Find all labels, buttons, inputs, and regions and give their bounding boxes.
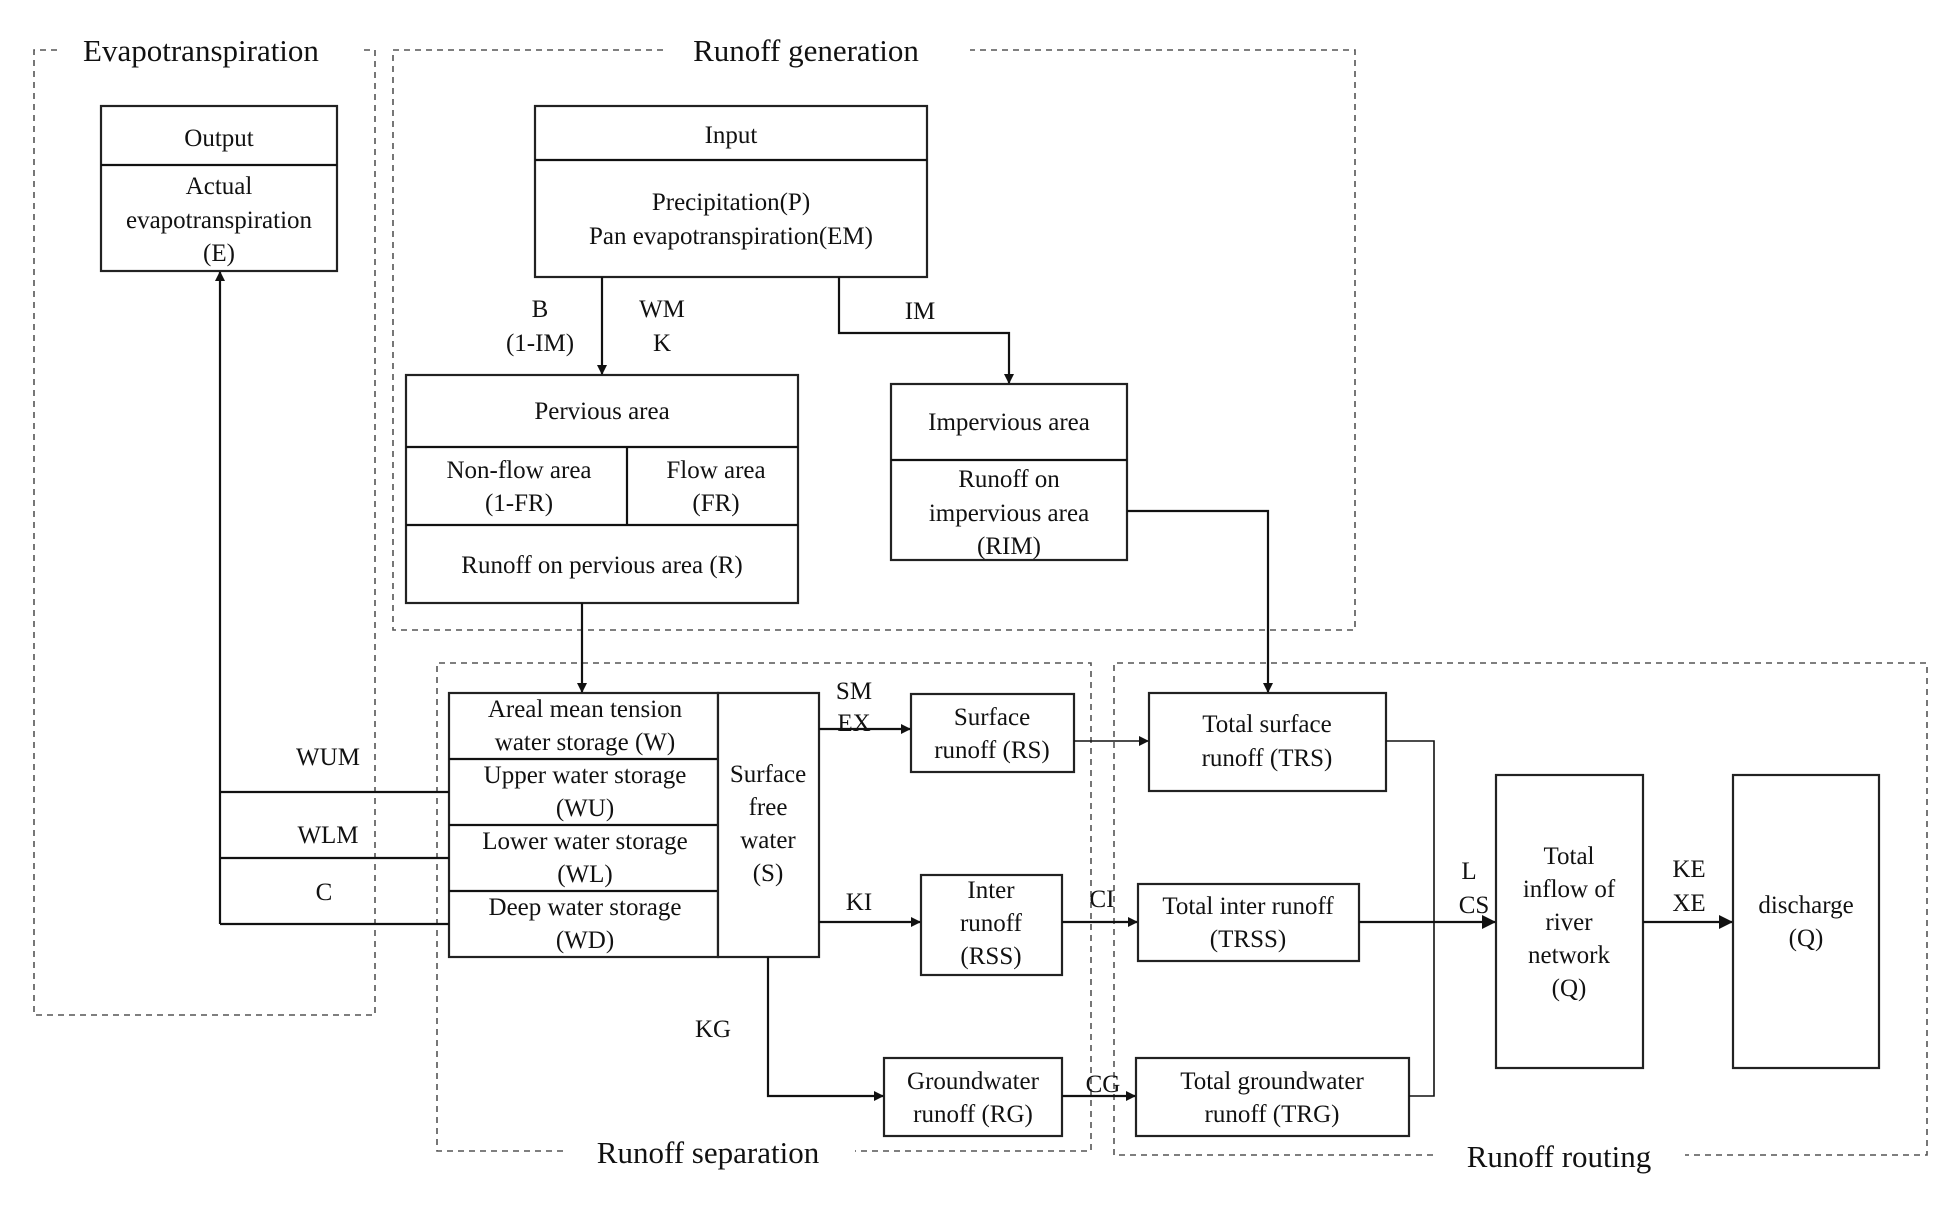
region-title-runoff-separation: Runoff separation — [597, 1135, 820, 1170]
input-pan-evap: Pan evapotranspiration(EM) — [589, 223, 873, 250]
free-water-line3: water — [740, 827, 796, 854]
output-box: Output Actual evapotranspiration (E) — [99, 104, 339, 273]
parameter-labels: B (1-IM) WM K IM WUM WLM C SM EX KI KG C… — [296, 296, 1706, 1098]
param-k: K — [653, 330, 671, 357]
output-header: Output — [184, 125, 254, 152]
total-inter-runoff-box: Total inter runoff (TRSS) — [1136, 882, 1361, 963]
free-water-line1: Surface — [730, 761, 806, 788]
param-c: C — [316, 879, 333, 906]
param-ex: EX — [837, 710, 870, 737]
param-im: IM — [905, 298, 936, 325]
discharge-line1: discharge — [1758, 892, 1853, 919]
param-ki: KI — [846, 889, 872, 916]
param-1-im: (1-IM) — [506, 330, 574, 357]
arrow-input-to-impervious — [837, 277, 1014, 384]
pervious-header: Pervious area — [534, 398, 669, 425]
region-evapotranspiration: Evapotranspiration — [33, 33, 376, 1016]
storage-wd-line2: (WD) — [556, 927, 614, 954]
impervious-runoff-line3: (RIM) — [977, 533, 1041, 560]
input-header: Input — [705, 122, 758, 149]
param-wlm: WLM — [297, 822, 358, 849]
total-groundwater-line2: runoff (TRG) — [1205, 1101, 1340, 1128]
total-inter-line2: (TRSS) — [1210, 926, 1286, 953]
flow-area-line2: (FR) — [692, 490, 739, 517]
inter-runoff-line1: Inter — [967, 877, 1015, 904]
output-label-line2: evapotranspiration — [126, 207, 313, 234]
storage-wl-line2: (WL) — [557, 861, 613, 888]
param-cs: CS — [1459, 892, 1490, 919]
region-title-runoff-generation: Runoff generation — [693, 33, 919, 68]
total-surface-line1: Total surface — [1202, 711, 1331, 738]
discharge-box: discharge (Q) — [1731, 773, 1881, 1070]
total-surface-runoff-box: Total surface runoff (TRS) — [1147, 691, 1388, 793]
free-water-box: Surface free water (S) — [716, 691, 821, 959]
output-label-line1: Actual — [186, 173, 253, 200]
connectors — [215, 271, 1733, 1101]
storage-w-line1: Areal mean tension — [488, 696, 683, 723]
region-runoff-generation: Runoff generation — [392, 33, 1356, 631]
param-xe: XE — [1672, 890, 1705, 917]
total-inflow-line5: (Q) — [1552, 975, 1587, 1002]
total-inflow-line4: network — [1528, 942, 1610, 969]
surface-runoff-box: Surface runoff (RS) — [909, 692, 1076, 774]
storage-wu-line2: (WU) — [556, 795, 614, 822]
nonflow-area-line2: (1-FR) — [485, 490, 553, 517]
total-groundwater-runoff-box: Total groundwater runoff (TRG) — [1134, 1056, 1411, 1138]
region-title-evapotranspiration: Evapotranspiration — [83, 33, 319, 68]
total-inter-line1: Total inter runoff — [1162, 893, 1334, 920]
param-wum: WUM — [296, 744, 360, 771]
param-cg: CG — [1086, 1071, 1121, 1098]
surface-runoff-line2: runoff (RS) — [934, 737, 1050, 764]
total-inflow-line3: river — [1545, 909, 1593, 936]
soil-storage-box: Areal mean tension water storage (W) Upp… — [447, 691, 720, 959]
arrow-s-to-rg — [766, 957, 884, 1101]
storage-wl-line1: Lower water storage — [482, 828, 687, 855]
total-groundwater-line1: Total groundwater — [1180, 1068, 1364, 1095]
impervious-runoff-line2: impervious area — [929, 500, 1089, 527]
param-wm: WM — [639, 296, 685, 323]
groundwater-runoff-box: Groundwater runoff (RG) — [882, 1056, 1064, 1138]
arrow-rim-to-trs — [1127, 509, 1273, 693]
param-sm: SM — [836, 678, 872, 705]
output-label-line3: (E) — [203, 240, 235, 267]
inter-runoff-line3: (RSS) — [960, 943, 1021, 970]
impervious-area-box: Impervious area Runoff on impervious are… — [889, 382, 1129, 562]
flow-area-line1: Flow area — [666, 457, 765, 484]
groundwater-runoff-line1: Groundwater — [907, 1068, 1040, 1095]
region-runoff-routing: Runoff routing — [1113, 662, 1928, 1174]
total-inflow-line1: Total — [1543, 843, 1594, 870]
total-inflow-box: Total inflow of river network (Q) — [1494, 773, 1645, 1070]
surface-runoff-line1: Surface — [954, 704, 1030, 731]
storage-w-line2: water storage (W) — [495, 729, 675, 756]
pervious-area-box: Pervious area Non-flow area (1-FR) Flow … — [404, 373, 800, 605]
storage-wu-line1: Upper water storage — [484, 762, 687, 789]
impervious-header: Impervious area — [928, 409, 1090, 436]
param-ci: CI — [1090, 886, 1115, 913]
discharge-line2: (Q) — [1789, 925, 1824, 952]
storage-wd-line1: Deep water storage — [489, 894, 682, 921]
impervious-runoff-line1: Runoff on — [958, 466, 1060, 493]
free-water-line2: free — [749, 794, 788, 821]
input-precipitation: Precipitation(P) — [652, 189, 810, 216]
free-water-line4: (S) — [753, 860, 784, 887]
nonflow-area-line1: Non-flow area — [446, 457, 591, 484]
region-runoff-separation: Runoff separation — [436, 662, 1092, 1170]
runoff-pervious-area: Runoff on pervious area (R) — [461, 552, 742, 579]
inter-runoff-line2: runoff — [960, 910, 1023, 937]
input-box: Input Precipitation(P) Pan evapotranspir… — [533, 104, 929, 279]
line-trs-collector — [1386, 740, 1435, 1097]
param-ke: KE — [1672, 856, 1705, 883]
region-title-runoff-routing: Runoff routing — [1467, 1139, 1652, 1174]
groundwater-runoff-line2: runoff (RG) — [913, 1101, 1033, 1128]
param-l: L — [1461, 858, 1476, 885]
param-b: B — [532, 296, 549, 323]
total-inflow-line2: inflow of — [1523, 876, 1616, 903]
inter-runoff-box: Inter runoff (RSS) — [919, 873, 1064, 977]
param-kg: KG — [695, 1016, 731, 1043]
total-surface-line2: runoff (TRS) — [1202, 745, 1333, 772]
